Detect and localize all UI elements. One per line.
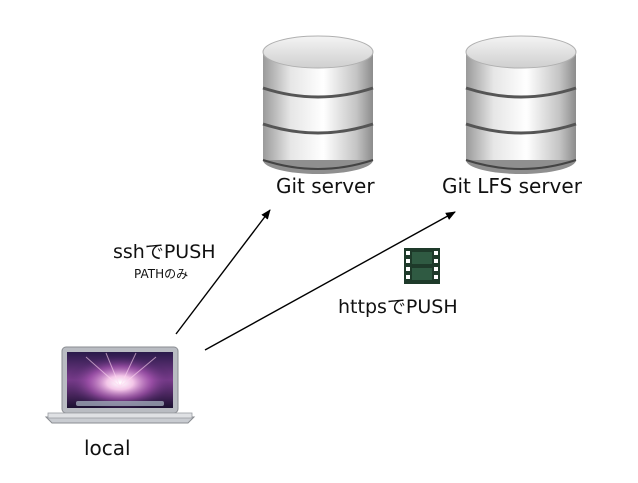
film-strip-icon bbox=[404, 248, 440, 284]
git-lfs-server-label: Git LFS server bbox=[442, 174, 582, 198]
https-push-arrow bbox=[204, 211, 456, 351]
ssh-push-arrow bbox=[175, 209, 271, 335]
database-server-icon bbox=[465, 35, 577, 174]
database-server-icon bbox=[262, 35, 374, 174]
git-server-label: Git server bbox=[276, 174, 375, 198]
https-push-label: httpsでPUSH bbox=[338, 296, 458, 318]
ssh-push-label: sshでPUSH bbox=[113, 241, 216, 263]
local-label: local bbox=[84, 436, 131, 460]
laptop-icon bbox=[44, 346, 196, 424]
ssh-path-only-label: PATHのみ bbox=[134, 267, 189, 281]
